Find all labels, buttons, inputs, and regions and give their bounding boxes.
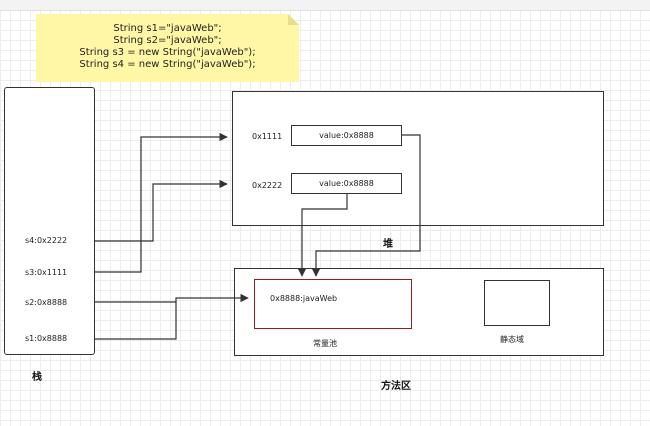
heap-title: 堆 — [383, 239, 393, 250]
top-toolbar-strip — [0, 0, 650, 11]
note-fold-corner — [288, 14, 299, 25]
code-line-2: String s2="javaWeb"; — [113, 35, 222, 46]
static-field-box[interactable] — [484, 280, 550, 326]
heap-object-2-value[interactable]: value:0x8888 — [291, 173, 402, 194]
method-area-title: 方法区 — [381, 381, 411, 392]
stack-ref-s2: s2:0x8888 — [25, 298, 68, 307]
arrow-s4-to-heap-0x2222 — [95, 179, 228, 242]
constant-pool-label: 常量池 — [313, 339, 337, 348]
stack-ref-s1: s1:0x8888 — [25, 334, 68, 343]
code-line-1: String s1="javaWeb"; — [113, 23, 222, 34]
arrow-heap-0x2222-to-pool — [297, 194, 348, 277]
code-line-3: String s3 = new String("javaWeb"); — [79, 47, 256, 58]
stack-ref-s4: s4:0x2222 — [25, 236, 68, 245]
code-note[interactable]: String s1="javaWeb"; String s2="javaWeb"… — [36, 14, 299, 82]
heap-object-1-address: 0x1111 — [252, 132, 283, 141]
heap-box[interactable] — [232, 91, 604, 226]
constant-pool-box[interactable]: 0x8888:javaWeb — [254, 279, 412, 329]
code-line-4: String s4 = new String("javaWeb"); — [79, 59, 256, 70]
arrow-heap-0x1111-to-pool — [311, 134, 421, 277]
constant-pool-entry: 0x8888:javaWeb — [270, 294, 338, 303]
arrow-s1-to-constant-pool — [95, 302, 177, 340]
arrow-s3-to-heap-0x1111 — [95, 132, 228, 273]
heap-object-2-address: 0x2222 — [252, 181, 283, 190]
stack-box[interactable] — [4, 87, 95, 355]
heap-object-1-value[interactable]: value:0x8888 — [291, 125, 402, 146]
arrow-s2-to-constant-pool — [95, 293, 249, 303]
static-field-label: 静态域 — [500, 335, 524, 344]
stack-title: 栈 — [32, 372, 42, 383]
stack-ref-s3: s3:0x1111 — [25, 268, 68, 277]
